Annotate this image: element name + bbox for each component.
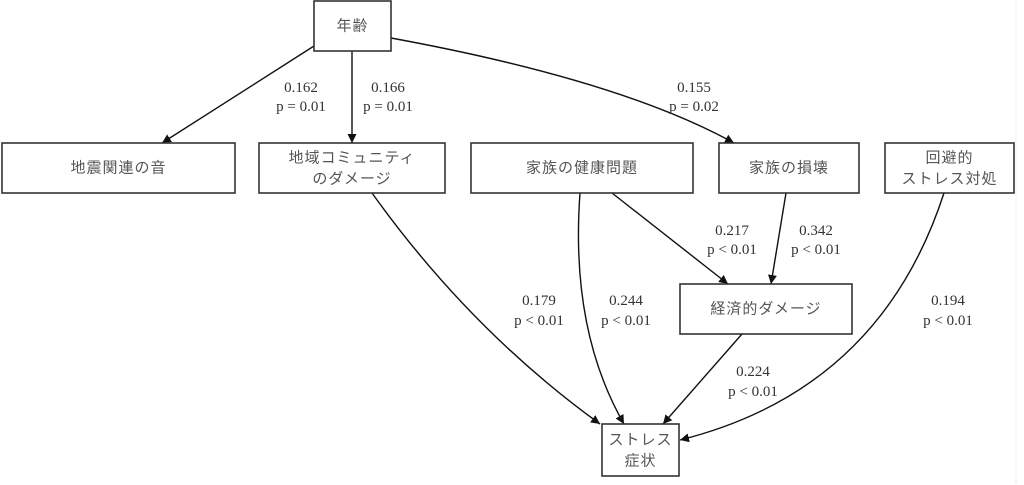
edge-label-coef: 0.155 bbox=[677, 80, 711, 96]
edge-avoidant-to-stress bbox=[679, 192, 945, 443]
edge-label-coef: 0.179 bbox=[522, 293, 556, 309]
edge-family-health-to-economic bbox=[611, 192, 729, 285]
edge-label-coef: 0.217 bbox=[715, 223, 749, 239]
edge-label-p: p < 0.01 bbox=[601, 313, 651, 329]
edge-community-to-stress bbox=[371, 192, 601, 425]
edge-label-coef: 0.244 bbox=[609, 293, 643, 309]
edge-label-p: p = 0.01 bbox=[276, 99, 326, 115]
edge-label-p: p < 0.01 bbox=[923, 313, 973, 329]
node-quake-sound: 地震関連の音 bbox=[1, 142, 236, 194]
node-label: 家族の損壊 bbox=[749, 159, 829, 177]
node-stress-symptoms: ストレス 症状 bbox=[601, 423, 680, 477]
node-label: 回避的 bbox=[925, 149, 973, 167]
edge-age-to-family-loss bbox=[390, 37, 735, 144]
node-avoidant-coping: 回避的 ストレス対処 bbox=[884, 142, 1015, 194]
node-age: 年齢 bbox=[313, 0, 392, 52]
node-family-health: 家族の健康問題 bbox=[470, 142, 694, 194]
node-family-loss: 家族の損壊 bbox=[718, 142, 860, 194]
node-label: ストレス対処 bbox=[901, 170, 997, 188]
edge-label-coef: 0.166 bbox=[371, 80, 405, 96]
node-label: 地震関連の音 bbox=[70, 159, 166, 177]
edge-label-p: p < 0.01 bbox=[728, 384, 778, 400]
edge-label-p: p = 0.02 bbox=[669, 99, 719, 115]
edge-label-coef: 0.194 bbox=[931, 293, 965, 309]
node-community-damage: 地域コミュニティ のダメージ bbox=[258, 142, 446, 194]
node-label: 年齢 bbox=[336, 17, 368, 35]
edge-economic-to-stress bbox=[662, 333, 743, 425]
edges bbox=[161, 37, 945, 443]
node-label: 経済的ダメージ bbox=[710, 300, 821, 318]
node-label: のダメージ bbox=[312, 170, 391, 188]
edge-labels: 0.162 p = 0.01 0.166 p = 0.01 0.155 p = … bbox=[276, 80, 973, 400]
node-label: 地域コミュニティ bbox=[288, 149, 415, 167]
edge-label-p: p = 0.01 bbox=[363, 99, 413, 115]
edge-label-coef: 0.224 bbox=[736, 364, 770, 380]
edge-label-p: p < 0.01 bbox=[514, 313, 564, 329]
node-label: 家族の健康問題 bbox=[526, 159, 638, 177]
edge-age-to-quake-sound bbox=[161, 45, 315, 144]
node-economic-damage: 経済的ダメージ bbox=[679, 283, 853, 335]
edge-label-coef: 0.162 bbox=[284, 80, 318, 96]
edge-label-p: p < 0.01 bbox=[707, 242, 757, 258]
edge-family-health-to-stress bbox=[577, 192, 625, 425]
node-label: 症状 bbox=[624, 452, 656, 470]
node-label: ストレス bbox=[608, 431, 672, 449]
edge-label-p: p < 0.01 bbox=[791, 242, 841, 258]
edge-label-coef: 0.342 bbox=[799, 223, 833, 239]
edge-family-loss-to-economic bbox=[768, 192, 787, 285]
